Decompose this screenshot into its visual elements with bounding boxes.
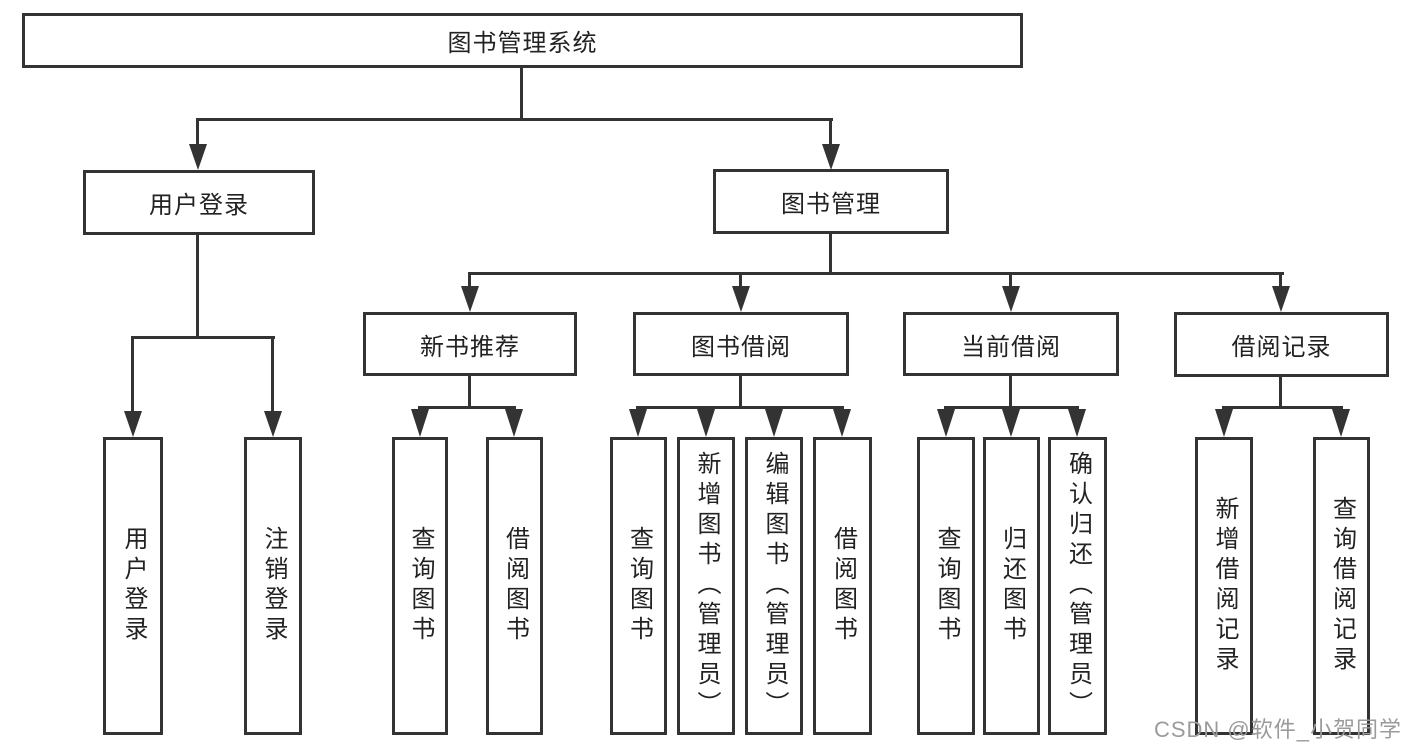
arrowhead-down-icon [461,286,479,312]
arrowhead-down-icon [505,409,523,437]
connector-line [196,118,199,144]
connector-line [739,272,742,286]
connector-line [1279,377,1282,406]
leaf-logout: 注销登录 [244,437,302,735]
leaf-return-books: 归还图书 [983,437,1040,735]
watermark-text: CSDN @软件_小贺同学 [1153,717,1402,742]
arrowhead-down-icon [822,144,840,170]
node-label: 注销登录 [260,526,287,646]
node-label: 用户登录 [120,526,147,646]
node-label: 图书管理 [781,191,881,218]
connector-line [468,272,471,286]
connector-line [468,376,471,406]
node-user-login: 用户登录 [83,170,315,235]
node-label: 查询图书 [407,526,434,646]
arrowhead-down-icon [1215,409,1233,437]
leaf-edit-book-admin: 编辑图书（管理员） [745,437,803,735]
leaf-query-books-recommend: 查询图书 [392,437,448,735]
arrowhead-down-icon [189,144,207,170]
arrowhead-down-icon [1002,409,1020,437]
arrowhead-down-icon [765,409,783,437]
node-label: 图书管理系统 [447,30,598,57]
node-label: 图书借阅 [691,333,791,361]
node-current-borrowing: 当前借阅 [903,312,1119,376]
node-label: 借阅图书 [501,526,529,646]
arrowhead-down-icon [937,409,955,437]
connector-line [1009,272,1012,286]
arrowhead-down-icon [697,409,715,437]
arrowhead-down-icon [732,286,750,312]
node-label: 查询图书 [625,526,653,646]
arrowhead-down-icon [124,411,142,437]
node-label: 借阅图书 [829,526,857,646]
connector-line [468,272,1284,275]
node-label: 新增借阅记录 [1211,496,1238,676]
leaf-borrow-books-recommend: 借阅图书 [486,437,543,735]
node-borrowing-records: 借阅记录 [1174,312,1389,377]
arrowhead-down-icon [629,409,647,437]
connector-line [739,376,742,406]
node-label: 当前借阅 [961,333,1061,361]
connector-line [196,235,199,336]
leaf-confirm-return-admin: 确认归还（管理员） [1048,437,1107,735]
arrowhead-down-icon [1002,286,1020,312]
connector-line [829,234,832,272]
connector-line [131,336,134,412]
node-new-book-recommendation: 新书推荐 [363,312,577,376]
arrowhead-down-icon [833,409,851,437]
node-label: 确认归还（管理员） [1064,451,1092,721]
connector-line [636,406,844,409]
leaf-borrow-books-borrowing: 借阅图书 [813,437,872,735]
leaf-user-login: 用户登录 [103,437,163,735]
connector-line [131,336,275,339]
node-label: 查询借阅记录 [1328,496,1356,676]
arrowhead-down-icon [411,409,429,437]
node-label: 查询图书 [933,526,960,646]
connector-line [1009,376,1012,406]
leaf-query-borrow-record: 查询借阅记录 [1313,437,1370,735]
node-book-management: 图书管理 [713,169,949,234]
arrowhead-down-icon [1068,409,1086,437]
leaf-query-books-current: 查询图书 [917,437,975,735]
node-label: 新书推荐 [420,333,520,361]
node-label: 新增图书（管理员） [693,451,720,721]
node-label: 借阅记录 [1231,334,1332,361]
connector-line [1279,272,1282,286]
arrowhead-down-icon [264,411,282,437]
connector-line [520,68,523,118]
node-label: 用户登录 [149,192,249,219]
node-label: 归还图书 [998,526,1026,646]
leaf-add-borrow-record: 新增借阅记录 [1195,437,1253,735]
connector-line [271,336,274,412]
connector-line [196,118,833,121]
arrowhead-down-icon [1332,409,1350,437]
node-library-management-system: 图书管理系统 [22,13,1023,68]
connector-line [829,118,832,144]
connector-line [1222,406,1343,409]
leaf-add-book-admin: 新增图书（管理员） [677,437,735,735]
leaf-query-books-borrowing: 查询图书 [610,437,667,735]
node-label: 编辑图书（管理员） [761,451,788,721]
arrowhead-down-icon [1272,286,1290,312]
node-book-borrowing: 图书借阅 [633,312,849,376]
connector-line [418,406,516,409]
connector-line [944,406,1079,409]
